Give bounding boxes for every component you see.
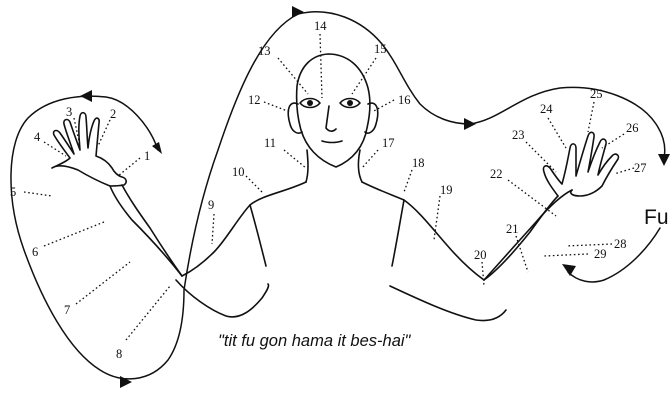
label-1: 1	[144, 149, 150, 163]
leader-13	[278, 58, 308, 94]
leader-29	[544, 254, 588, 256]
label-22: 22	[490, 167, 503, 181]
right-arm-upper	[362, 182, 484, 280]
leader-17	[362, 150, 378, 168]
label-23: 23	[512, 128, 525, 142]
left-arm-back	[176, 280, 269, 317]
label-10: 10	[232, 165, 245, 179]
arrow-left-top	[80, 90, 92, 102]
neck-left	[306, 150, 308, 182]
label-20: 20	[474, 248, 487, 262]
arrow-middle	[464, 118, 476, 130]
label-6: 6	[32, 245, 38, 259]
arrow-left-bottom	[120, 376, 132, 388]
counting-path	[11, 6, 670, 388]
label-29: 29	[594, 247, 607, 261]
arrow-return	[562, 264, 576, 276]
left-hand	[52, 113, 126, 186]
leader-22	[508, 180, 556, 216]
label-18: 18	[412, 156, 425, 170]
leader-9	[212, 214, 214, 244]
leader-23	[526, 142, 556, 172]
label-27: 27	[634, 161, 647, 175]
label-21: 21	[506, 222, 519, 236]
label-14: 14	[314, 19, 327, 33]
leader-14	[320, 34, 322, 98]
label-17: 17	[382, 136, 395, 150]
label-13: 13	[258, 44, 271, 58]
label-26: 26	[626, 121, 639, 135]
leader-10	[246, 176, 262, 192]
label-9: 9	[208, 198, 214, 212]
torso-right	[392, 200, 404, 266]
leader-24	[548, 118, 566, 148]
leader-25	[588, 102, 594, 132]
label-19: 19	[440, 183, 453, 197]
leader-6	[44, 222, 104, 246]
label-2: 2	[110, 107, 116, 121]
leader-28	[566, 244, 612, 246]
label-15: 15	[374, 42, 387, 56]
end-word-fu: Fu	[644, 206, 669, 229]
left-pupil	[307, 100, 313, 106]
neck-right	[358, 150, 362, 182]
label-12: 12	[248, 93, 261, 107]
nose	[326, 106, 336, 131]
label-7: 7	[64, 303, 70, 317]
left-arm-lower	[110, 186, 182, 276]
label-24: 24	[540, 102, 553, 116]
human-figure	[52, 54, 618, 321]
arrow-right	[658, 154, 670, 166]
path-start-loop	[11, 14, 298, 379]
leader-27	[614, 168, 634, 174]
right-pupil	[347, 100, 353, 106]
right-hand	[543, 132, 618, 196]
leader-18	[404, 170, 412, 192]
leader-15	[352, 58, 376, 94]
left-arm-upper	[182, 182, 306, 276]
label-16: 16	[398, 93, 411, 107]
leader-20	[482, 262, 484, 286]
mouth	[322, 141, 342, 143]
label-8: 8	[116, 347, 122, 361]
leader-8	[126, 286, 170, 340]
label-5: 5	[10, 185, 16, 199]
point-labels: 1 2 3 4 5 6 7 8 9 10 11 12 13 14 15 16 1…	[10, 19, 647, 361]
label-3: 3	[66, 105, 72, 119]
leader-11	[284, 150, 306, 168]
leader-16	[372, 100, 394, 112]
arrow-top	[292, 6, 304, 18]
label-25: 25	[590, 87, 603, 101]
label-28: 28	[614, 237, 627, 251]
label-11: 11	[264, 136, 276, 150]
label-4: 4	[34, 130, 41, 144]
leader-1	[118, 158, 140, 176]
arrow-start	[152, 142, 162, 154]
right-arm-back	[390, 286, 506, 321]
caption-phrase: "tit fu gon hama it bes-hai"	[218, 332, 412, 350]
leader-lines	[24, 34, 634, 340]
leader-7	[76, 262, 130, 304]
left-arm-underside	[122, 185, 182, 276]
torso-left	[250, 205, 266, 266]
leader-12	[264, 102, 290, 112]
leader-2	[98, 120, 110, 146]
leader-5	[24, 192, 52, 196]
